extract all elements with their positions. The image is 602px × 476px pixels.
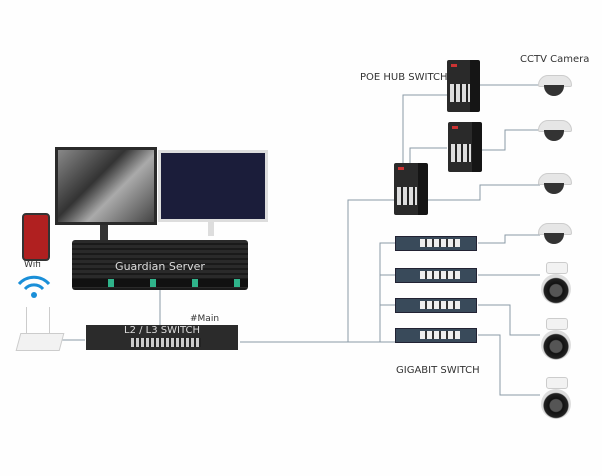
server-label: Guardian Server xyxy=(115,260,205,273)
gigabit-switch-2 xyxy=(395,268,477,283)
line-cam2 xyxy=(482,129,540,151)
poe-switch-2 xyxy=(448,122,482,172)
monitor-dashboard xyxy=(158,150,268,222)
dome-camera xyxy=(538,75,572,97)
gigabit-switch-3 xyxy=(395,298,477,313)
gigabit-label: GIGABIT SWITCH xyxy=(396,365,480,376)
wifi-router xyxy=(15,333,65,351)
line-poe1 xyxy=(402,94,447,163)
line-ptz2 xyxy=(478,304,540,336)
monitor-camera-view xyxy=(55,147,157,225)
poe-label: POE HUB SWITCH xyxy=(360,72,448,83)
line-cam3 xyxy=(428,184,540,201)
gigabit-switch-4 xyxy=(395,328,477,343)
ptz-camera xyxy=(541,318,571,362)
line-ptz3 xyxy=(478,334,540,396)
guardian-server: Guardian Server xyxy=(72,240,248,290)
router-antennas xyxy=(26,307,50,333)
dome-camera xyxy=(538,120,572,142)
line-gigabit-chain xyxy=(379,242,395,342)
wifi-label: Wifi xyxy=(24,260,41,270)
gigabit-switch-1 xyxy=(395,236,477,251)
cctv-label: CCTV Camera xyxy=(520,54,590,65)
dome-camera xyxy=(538,173,572,195)
dome-camera xyxy=(538,223,572,245)
poe-switch-1 xyxy=(447,60,480,112)
poe-switch-3 xyxy=(394,163,428,215)
line-poe2 xyxy=(409,147,447,163)
ptz-camera xyxy=(541,377,571,421)
ptz-camera xyxy=(541,262,571,306)
wifi-icon xyxy=(17,275,51,298)
monitor-stand xyxy=(100,225,108,241)
monitor-stand xyxy=(208,222,214,236)
core-switch-label: L2 / L3 SWITCH xyxy=(124,325,200,336)
line-trunk-poe xyxy=(347,199,394,342)
line-cam4 xyxy=(478,234,540,244)
smartphone xyxy=(22,213,50,261)
core-switch: L2 / L3 SWITCH xyxy=(86,325,238,350)
main-tag: #Main xyxy=(190,314,220,324)
